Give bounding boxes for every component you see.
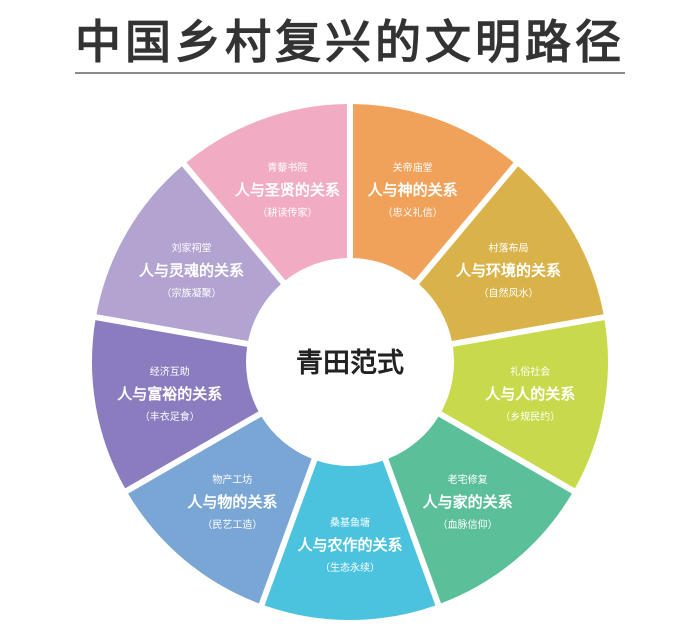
segment-9-wedge	[186, 104, 348, 281]
segment-4-wedge	[388, 416, 572, 604]
segment-place-label: 关帝庙堂	[393, 161, 433, 174]
segment-7-wedge	[92, 320, 259, 489]
segment-virtue-label: （乡规民约）	[500, 410, 560, 423]
center-circle	[255, 267, 445, 457]
page-title: 中国乡村复兴的文明路径	[75, 15, 625, 69]
segment-relation-label: 人与家的关系	[423, 493, 513, 511]
segment-relation-label: 人与人的关系	[485, 385, 575, 403]
segment-relation-label: 人与富裕的关系	[117, 385, 222, 403]
segment-3-wedge	[441, 320, 608, 489]
segment-relation-label: 人与物的关系	[187, 493, 277, 511]
segment-virtue-label: （生态永续）	[320, 561, 380, 574]
segment-place-label: 老宅修复	[448, 473, 488, 486]
segment-place-label: 经济互助	[150, 365, 190, 378]
segment-virtue-label: （耕读传家）	[257, 206, 317, 219]
segment-2-wedge	[419, 166, 604, 341]
segment-5-wedge	[264, 460, 436, 620]
segment-virtue-label: （丰衣足食）	[140, 410, 200, 423]
segment-virtue-label: （自然风水）	[478, 287, 538, 300]
segment-8-wedge	[96, 166, 281, 341]
segment-1-wedge	[352, 104, 514, 281]
segment-6-wedge	[128, 416, 312, 604]
segment-relation-label: 人与灵魂的关系	[139, 262, 244, 280]
title-underline	[75, 72, 625, 74]
segment-virtue-label: （民艺工造）	[202, 518, 262, 531]
segment-place-label: 青藜书院	[267, 161, 307, 174]
segment-place-label: 刘家祠堂	[172, 242, 212, 255]
segment-place-label: 桑基鱼塘	[330, 516, 370, 529]
segment-relation-label: 人与农作的关系	[297, 536, 402, 554]
segment-relation-label: 人与环境的关系	[456, 262, 561, 280]
segment-relation-label: 人与神的关系	[368, 181, 458, 199]
segment-relation-label: 人与圣贤的关系	[235, 181, 340, 199]
segment-place-label: 物产工坊	[212, 473, 252, 486]
segment-place-label: 礼俗社会	[510, 365, 550, 378]
segment-virtue-label: （血脉信仰）	[438, 518, 498, 531]
segment-virtue-label: （忠义礼信）	[383, 206, 443, 219]
center-label: 青田范式	[296, 348, 404, 379]
segment-virtue-label: （宗族凝聚）	[162, 287, 222, 300]
segment-place-label: 村落布局	[488, 242, 528, 255]
